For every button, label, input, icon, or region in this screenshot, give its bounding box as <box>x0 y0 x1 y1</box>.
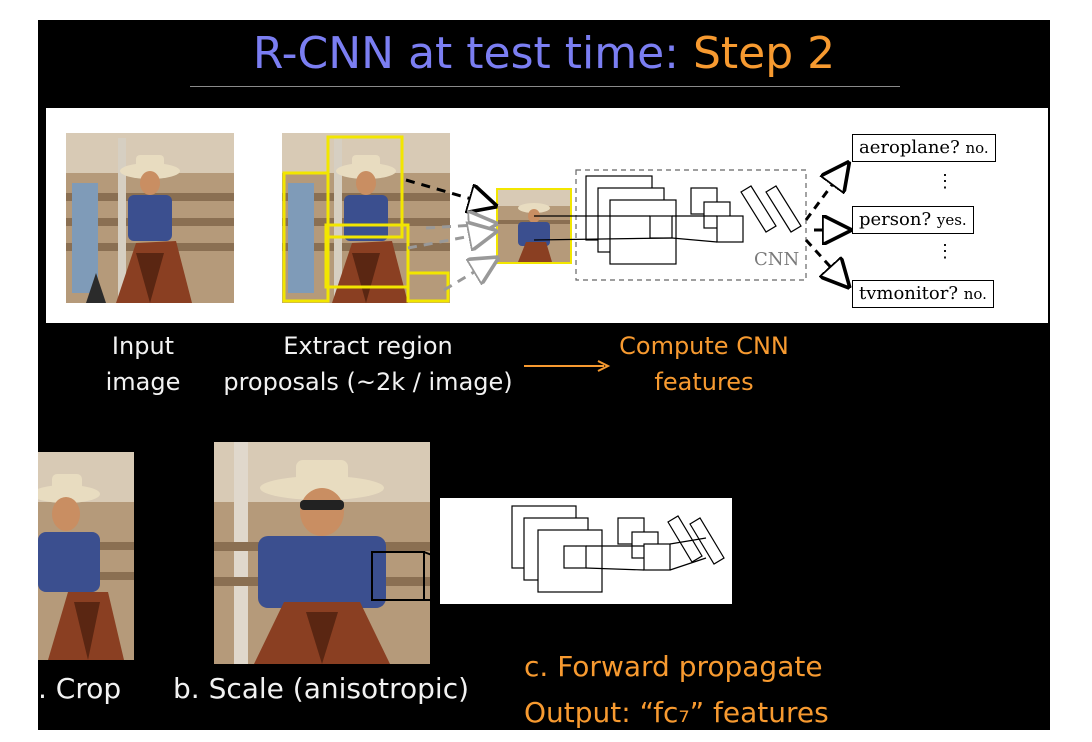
crop-image <box>38 452 134 660</box>
extract-caption-line1: Extract region <box>283 332 453 360</box>
scale-label: b. Scale (anisotropic) <box>173 672 470 705</box>
title-divider <box>190 86 900 87</box>
extract-caption-line2: proposals (~2k / image) <box>223 368 513 396</box>
compute-caption: Compute CNN features <box>604 328 804 400</box>
output-label: Output: “fc₇” features <box>524 696 829 729</box>
output-aeroplane-answer: no. <box>965 139 989 157</box>
compute-caption-line1: Compute CNN <box>619 332 789 360</box>
slide-title: R-CNN at test time: Step 2 <box>38 26 1050 82</box>
crop-label: . Crop <box>38 672 122 705</box>
input-caption: Input image <box>88 328 198 400</box>
title-main: R-CNN at test time: <box>252 28 693 79</box>
output-tvmonitor-answer: no. <box>963 285 987 303</box>
ellipsis-2: ⋮ <box>936 241 954 262</box>
input-caption-line1: Input <box>111 332 175 360</box>
output-person-class: person? <box>859 209 932 230</box>
proposals-image <box>282 133 450 303</box>
input-caption-line2: image <box>105 368 181 396</box>
scaled-image <box>214 442 430 664</box>
output-tvmonitor-class: tvmonitor? <box>859 283 958 304</box>
input-image <box>66 133 234 303</box>
output-person-answer: yes. <box>936 211 967 229</box>
compute-caption-line2: features <box>654 368 754 396</box>
ellipsis-1: ⋮ <box>936 171 954 192</box>
pipeline-arrows <box>405 108 1048 323</box>
output-tvmonitor: tvmonitor? no. <box>852 280 994 308</box>
output-aeroplane: aeroplane? no. <box>852 134 996 162</box>
output-person: person? yes. <box>852 206 974 234</box>
cnn-label: CNN <box>754 249 800 270</box>
forward-network <box>440 498 732 604</box>
output-aeroplane-class: aeroplane? <box>859 137 960 158</box>
forward-label: c. Forward propagate <box>524 650 823 683</box>
slide: R-CNN at test time: Step 2 <box>38 20 1050 730</box>
pipeline-figure: CNN aeroplane? no. ⋮ person? yes. ⋮ tvmo… <box>46 108 1048 323</box>
extract-caption: Extract region proposals (~2k / image) <box>218 328 518 400</box>
title-step: Step 2 <box>692 28 836 79</box>
compute-arrow <box>524 360 611 372</box>
